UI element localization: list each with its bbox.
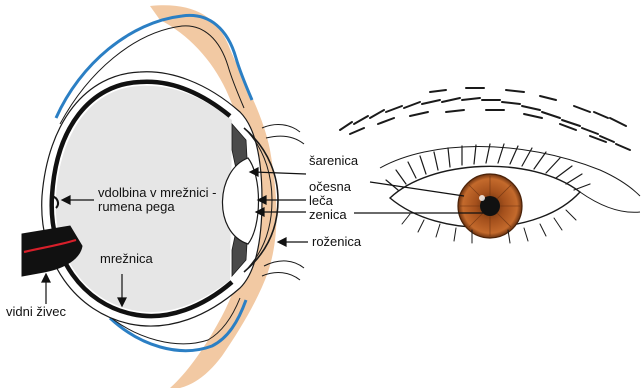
label-pupil: zenica (309, 208, 347, 222)
front-view-eye (340, 88, 640, 243)
label-fovea: vdolbina v mrežnici - rumena pega (98, 186, 218, 214)
label-iris: šarenica (309, 154, 358, 168)
label-lens: očesna leča (309, 180, 361, 208)
label-retina: mrežnica (100, 252, 153, 266)
eyebrow (340, 88, 630, 150)
label-optic-nerve: vidni živec (6, 305, 66, 319)
label-cornea: roženica (312, 235, 361, 249)
